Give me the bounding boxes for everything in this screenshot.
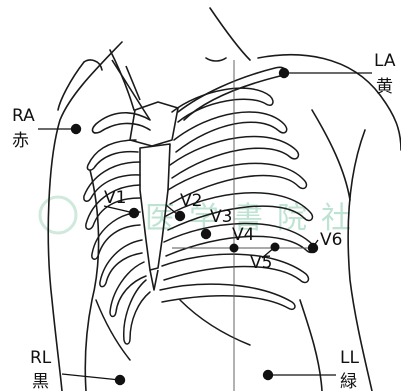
electrode-v2-marker [175, 211, 185, 221]
electrode-v3-marker [201, 229, 211, 239]
electrode-la-marker [279, 68, 289, 78]
label-rl-kanji: 黒 [32, 372, 49, 391]
label-la: LA [374, 51, 396, 71]
label-v1: V1 [104, 188, 126, 208]
electrode-rl-marker [115, 375, 125, 385]
label-la-kanji: 黄 [376, 77, 393, 97]
label-v4: V4 [232, 225, 254, 245]
electrode-ll-marker [263, 370, 273, 380]
label-rl: RL [30, 348, 52, 368]
label-ll: LL [340, 348, 359, 368]
label-ll-kanji: 緑 [340, 372, 357, 391]
label-v6: V6 [320, 230, 342, 250]
label-v3: V3 [210, 207, 232, 227]
label-v5: V5 [250, 253, 272, 273]
label-v2: V2 [180, 191, 202, 211]
electrode-v5-marker [271, 243, 280, 252]
electrode-v1-marker [129, 208, 139, 218]
electrode-v6-marker [308, 243, 318, 253]
label-ra-kanji: 赤 [12, 131, 29, 151]
label-ra: RA [12, 106, 35, 126]
electrode-ra-marker [71, 124, 81, 134]
